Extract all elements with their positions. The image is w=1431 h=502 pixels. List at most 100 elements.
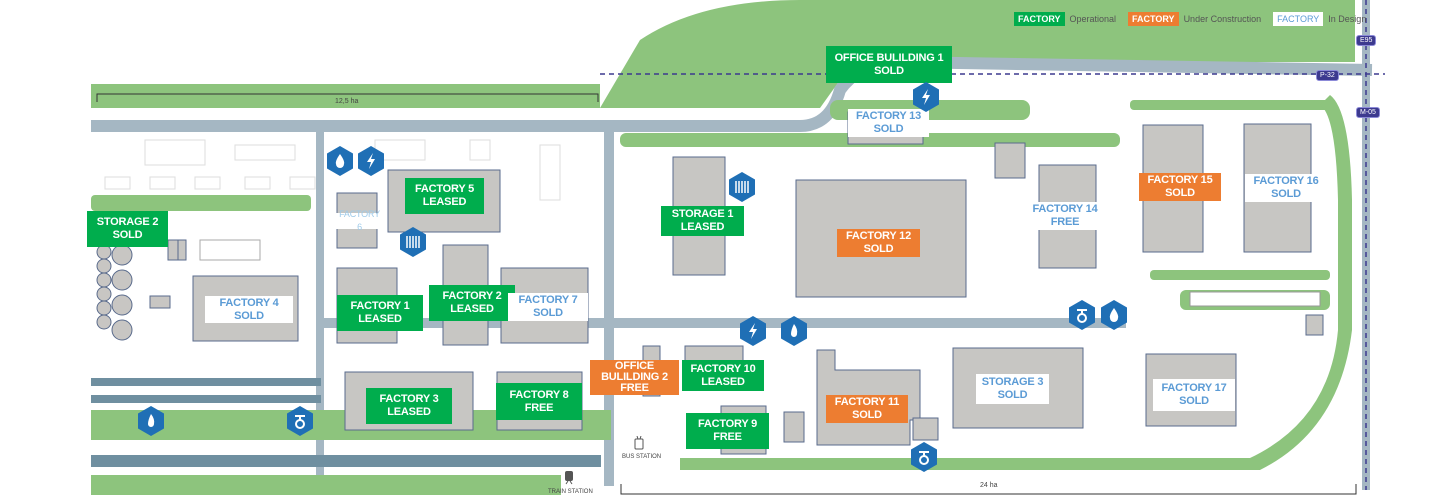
building-name: STORAGE 3 (981, 376, 1044, 388)
legend-swatch-operational: FACTORY (1014, 12, 1065, 26)
building-name: FACTORY 1 (350, 300, 410, 312)
electricity-icon (358, 146, 384, 176)
water-icon (327, 146, 353, 176)
building-name: FACTORY 7 (518, 294, 578, 306)
building-name: FACTORY 5 (414, 183, 475, 195)
heating-icon (400, 227, 426, 257)
building-name: STORAGE 2 (96, 216, 159, 228)
building-status: LEASED (701, 375, 745, 388)
building-name: FACTORY 14 (1032, 203, 1098, 215)
building-status: FREE (713, 431, 742, 443)
building-factory-6[interactable]: FACTORY 6 (336, 209, 383, 232)
train-icon (565, 471, 573, 485)
footprint-storage2 (177, 239, 187, 261)
building-status: SOLD (852, 409, 882, 421)
heating-icon (729, 172, 755, 202)
building-status: SOLD (873, 123, 904, 135)
gas-valve-icon (911, 442, 937, 472)
building-name: FACTORY 9 (697, 418, 758, 430)
area-bracket-west (96, 93, 599, 102)
legend-swatch-in-design: FACTORY (1273, 12, 1324, 26)
building-status: LEASED (450, 303, 494, 315)
bus-station-label: BUS STATION (622, 454, 662, 460)
building-name: FACTORY 16 (1253, 175, 1319, 187)
building-name: FACTORY 13 (855, 110, 922, 122)
building-name: OFFICE BULILDING 2 (601, 360, 668, 383)
building-name: FACTORY 10 (690, 362, 756, 375)
building-status: SOLD (874, 64, 904, 77)
building-name: STORAGE 1 (671, 208, 734, 220)
green-belt-north (91, 84, 600, 108)
green-belt-northeast (600, 0, 1355, 108)
building-name: FACTORY 15 (1147, 174, 1213, 186)
electricity-icon (740, 316, 766, 346)
gas-valve-icon (287, 406, 313, 436)
building-status: SOLD (1165, 187, 1195, 199)
legend-label-in-design: In Design (1328, 14, 1367, 24)
water-icon (1101, 300, 1127, 330)
road-tag-p32: P-32 (1316, 70, 1339, 81)
building-status: LEASED (387, 406, 431, 418)
legend-label-under-construction: Under Construction (1183, 14, 1262, 24)
building-status: SOLD (1179, 395, 1209, 407)
road-south (91, 455, 601, 467)
building-status: LEASED (358, 313, 402, 325)
building-status: SOLD (234, 309, 264, 322)
building-name: OFFICE BULILDING 1 (834, 51, 944, 64)
area-label-west: 12,5 ha (335, 98, 359, 105)
road-inner-mid (316, 318, 1126, 328)
electricity-icon (913, 82, 939, 112)
building-name: FACTORY 2 (442, 290, 502, 302)
building-name: FACTORY 6 (339, 209, 380, 232)
road-inner-west (316, 126, 324, 486)
train-station-label: TRAIN STATION (548, 489, 593, 495)
building-status: FREE (524, 401, 554, 414)
building-status: SOLD (1271, 188, 1301, 200)
building-status: LEASED (680, 221, 725, 233)
road-tag-m05: M-05 (1356, 107, 1380, 118)
building-status: SOLD (863, 243, 894, 255)
building-status: FREE (1050, 216, 1080, 228)
road-inner-center (604, 126, 614, 486)
road-main-north (91, 120, 616, 132)
building-status: SOLD (112, 229, 143, 241)
building-status: SOLD (533, 307, 563, 319)
gas-flame-icon (781, 316, 807, 346)
building-name: FACTORY 12 (845, 230, 912, 242)
gas-valve-icon (1069, 300, 1095, 330)
building-name: FACTORY 4 (219, 296, 279, 309)
building-status: LEASED (422, 196, 467, 208)
building-name: FACTORY 8 (509, 388, 569, 401)
area-label-east: 24 ha (980, 482, 998, 489)
road-tag-e95: E95 (1356, 35, 1377, 46)
gas-flame-icon (138, 406, 164, 436)
legend-swatch-under-construction: FACTORY (1128, 12, 1179, 26)
building-name: FACTORY 17 (1161, 382, 1227, 394)
area-bracket-east (620, 484, 1357, 495)
legend: FACTORY Operational FACTORY Under Constr… (1014, 12, 1378, 26)
building-name: FACTORY 3 (379, 393, 439, 405)
bus-icon (634, 436, 644, 450)
building-name: FACTORY 11 (834, 396, 900, 408)
